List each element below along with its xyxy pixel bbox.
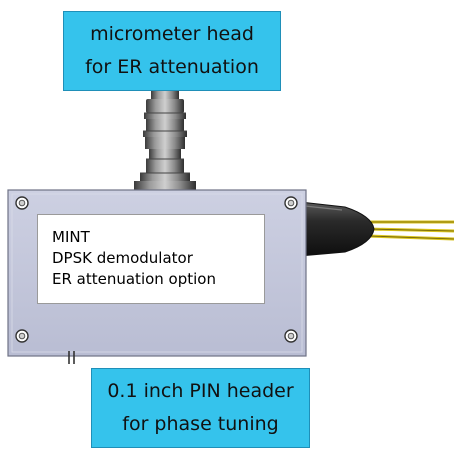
callout-bottom-fill — [91, 368, 310, 448]
micrometer-head — [134, 91, 196, 190]
mounting-screw-icon — [15, 329, 29, 343]
callout-bottom-line-2: for phase tuning — [122, 413, 279, 435]
callout-top-fill — [63, 11, 281, 91]
callout-micrometer-head: micrometer head for ER attenuation — [63, 11, 281, 91]
module-label: MINT DPSK demodulator ER attenuation opt… — [37, 214, 265, 304]
mounting-screw-icon — [284, 196, 298, 210]
callout-top-line-1: micrometer head — [90, 23, 254, 45]
module-label-line-2: DPSK demodulator — [52, 249, 193, 267]
callout-pin-header: 0.1 inch PIN header for phase tuning — [91, 368, 310, 448]
fiber-leads — [367, 220, 454, 241]
mounting-screw-icon — [284, 329, 298, 343]
module-label-line-1: MINT — [52, 228, 90, 246]
callout-bottom-line-1: 0.1 inch PIN header — [107, 380, 294, 402]
fiber-connector — [299, 201, 375, 257]
mounting-screw-icon — [15, 196, 29, 210]
pin-header — [68, 351, 75, 364]
callout-top-line-2: for ER attenuation — [85, 56, 259, 78]
module-label-line-3: ER attenuation option — [52, 270, 216, 288]
